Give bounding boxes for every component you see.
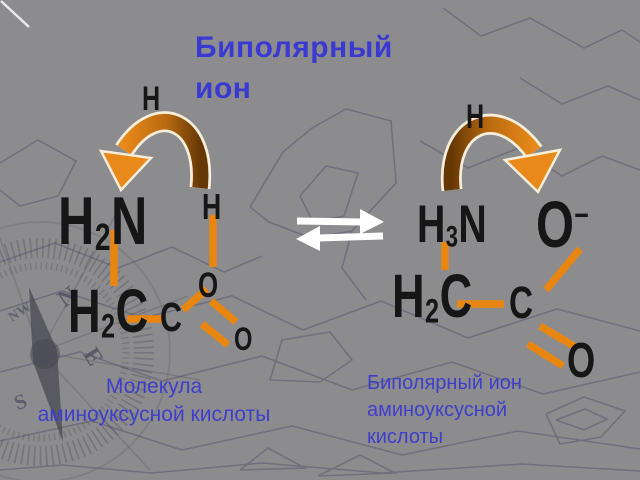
caption-right-line2: аминоуксусной [367,399,508,421]
formula-left-h2c: H2C [68,281,149,344]
formula-left-h2c-h: H [68,277,102,345]
formula-acid-h: H [202,186,222,227]
caption-left-line2: аминоуксусной кислоты [37,403,271,426]
formula-o-minus-o: O [536,187,575,261]
formula-o-minus-charge: – [574,194,590,233]
formula-right-o-double: O [567,334,596,388]
formula-h3n-h: H [417,195,446,254]
formula-left-transfer-h: H [142,80,161,118]
formula-left-o-double: O [234,321,253,357]
compass-hub [30,339,60,369]
compass-label-nw: NW [6,300,34,326]
slide-title-line2: ион [195,72,252,105]
caption-left-line1: Молекула [105,375,203,398]
slide-title-line1: Биполярный [195,31,393,64]
formula-right-h2c-subscript: 2 [425,292,440,331]
formula-right-h2c-h: H [392,262,426,330]
proton-transfer-arrow-left [98,111,212,193]
formula-left-o-top: O [198,266,219,305]
formula-left-c: C [160,294,183,340]
formula-right-transfer-h: H [466,98,485,136]
caption-right-molecule: Биполярный ион аминоуксусной кислоты [367,370,562,451]
corner-line [0,0,30,28]
formula-h2n-subscript: 2 [94,217,112,260]
slide-title: Биполярный ион [195,27,393,109]
caption-left-molecule: Молекула аминоуксусной кислоты [8,373,300,429]
formula-h3n-subscript: 3 [445,220,459,254]
formula-left-h2c-subscript: 2 [101,307,116,346]
formula-h2n-h: H [58,183,95,259]
formula-right-h2c-c: C [439,262,473,330]
formula-h3n-n: N [458,195,488,254]
compass-label-e: E [77,343,108,370]
caption-right-line1: Биполярный ион [367,372,522,394]
formula-right-c: C [509,277,534,328]
formula-h2n-n: N [111,183,148,259]
equilibrium-arrows [296,209,384,251]
caption-right-line3: кислоты [367,426,444,448]
formula-o-minus: O– [536,191,589,257]
formula-h3n: H3N [417,198,487,252]
formula-left-h2c-c: C [115,277,149,345]
formula-h2n: H2N [58,187,148,257]
formula-right-h2c: H2C [392,266,473,329]
